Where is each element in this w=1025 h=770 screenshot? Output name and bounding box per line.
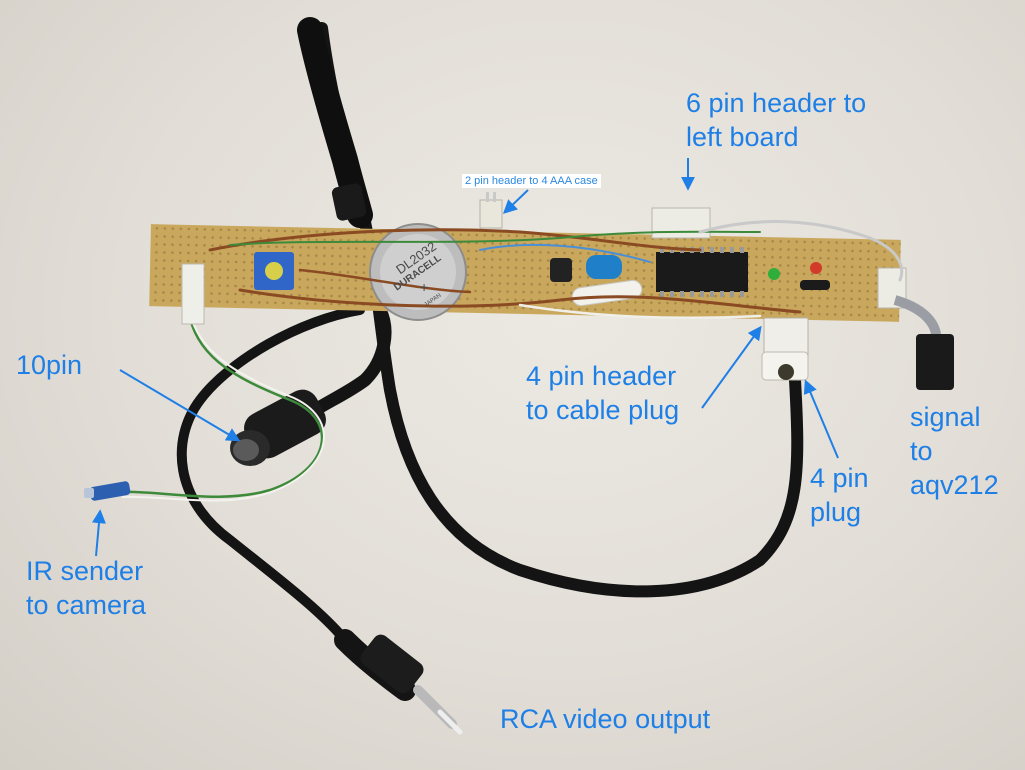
arrow-ten-pin xyxy=(119,369,241,442)
black-cable-long xyxy=(297,17,804,598)
annotation-four-pin-plug: 4 pin plug xyxy=(810,463,869,527)
annotation-ir-sender: IR sender to camera xyxy=(26,556,147,620)
arrow-ir-sender xyxy=(92,509,106,557)
arrow-two-pin xyxy=(502,189,529,214)
battery-polarity: + xyxy=(420,279,428,295)
annotation-ten-pin: 10pin xyxy=(16,350,83,380)
rca-plug xyxy=(334,629,463,735)
ir-sender-wires xyxy=(84,317,325,502)
arrow-four-pin-plug xyxy=(803,379,839,459)
annotation-arrows xyxy=(92,158,839,557)
annotation-two-pin-header: 2 pin header to 4 AAA case xyxy=(462,174,601,188)
arrow-four-pin-header xyxy=(701,325,762,409)
annotation-rca-output: RCA video output xyxy=(500,704,711,734)
annotation-signal-aqv212: signal to aqv212 xyxy=(910,402,999,500)
board-wires xyxy=(208,220,904,320)
black-cable-10pin xyxy=(176,303,392,645)
annotation-four-pin-header: 4 pin header to cable plug xyxy=(526,361,680,425)
annotation-six-pin-header: 6 pin header to left board xyxy=(686,88,867,152)
